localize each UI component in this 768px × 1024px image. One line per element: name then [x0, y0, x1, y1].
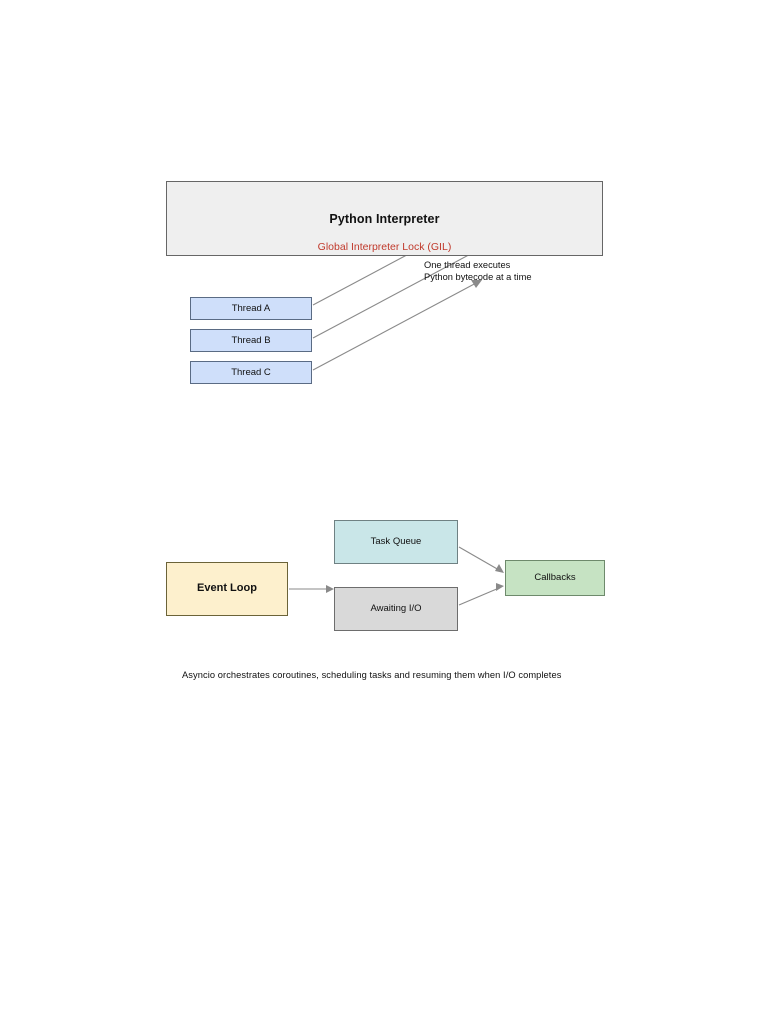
callbacks-box: Callbacks: [505, 560, 605, 596]
edge-awaiting-io-to-callbacks: [458, 583, 504, 606]
edge-event-loop-to-awaiting-io: [289, 585, 334, 593]
awaiting-io-label: Awaiting I/O: [370, 603, 422, 615]
edge-task-queue-to-callbacks: [458, 546, 504, 573]
thread-a-box: Thread A: [190, 297, 312, 320]
python-gil-threading-diagram: Python Interpreter Global Interpreter Lo…: [0, 0, 768, 440]
thread-a-label: Thread A: [231, 302, 271, 314]
task-queue-label: Task Queue: [370, 536, 422, 548]
event-loop-label: Event Loop: [197, 582, 257, 595]
thread-b-box: Thread B: [190, 329, 312, 352]
thread-b-label: Thread B: [231, 334, 271, 346]
thread-c-box: Thread C: [190, 361, 312, 384]
awaiting-io-box: Awaiting I/O: [334, 587, 458, 631]
task-queue-box: Task Queue: [334, 520, 458, 564]
event-loop-box: Event Loop: [166, 562, 288, 616]
gil-annotation-line-2: Python bytecode at a time: [424, 272, 532, 283]
global-interpreter-lock-label: Global Interpreter Lock (GIL): [317, 240, 452, 253]
python-interpreter-box: Python Interpreter Global Interpreter Lo…: [166, 181, 603, 256]
callbacks-label: Callbacks: [534, 572, 576, 584]
gil-annotation: One thread executes Python bytecode at a…: [424, 259, 604, 284]
gil-annotation-line-1: One thread executes: [424, 260, 511, 270]
asyncio-diagram-caption: Asyncio orchestrates coroutines, schedul…: [182, 670, 562, 680]
python-interpreter-title: Python Interpreter: [329, 212, 440, 226]
thread-c-label: Thread C: [231, 366, 271, 378]
